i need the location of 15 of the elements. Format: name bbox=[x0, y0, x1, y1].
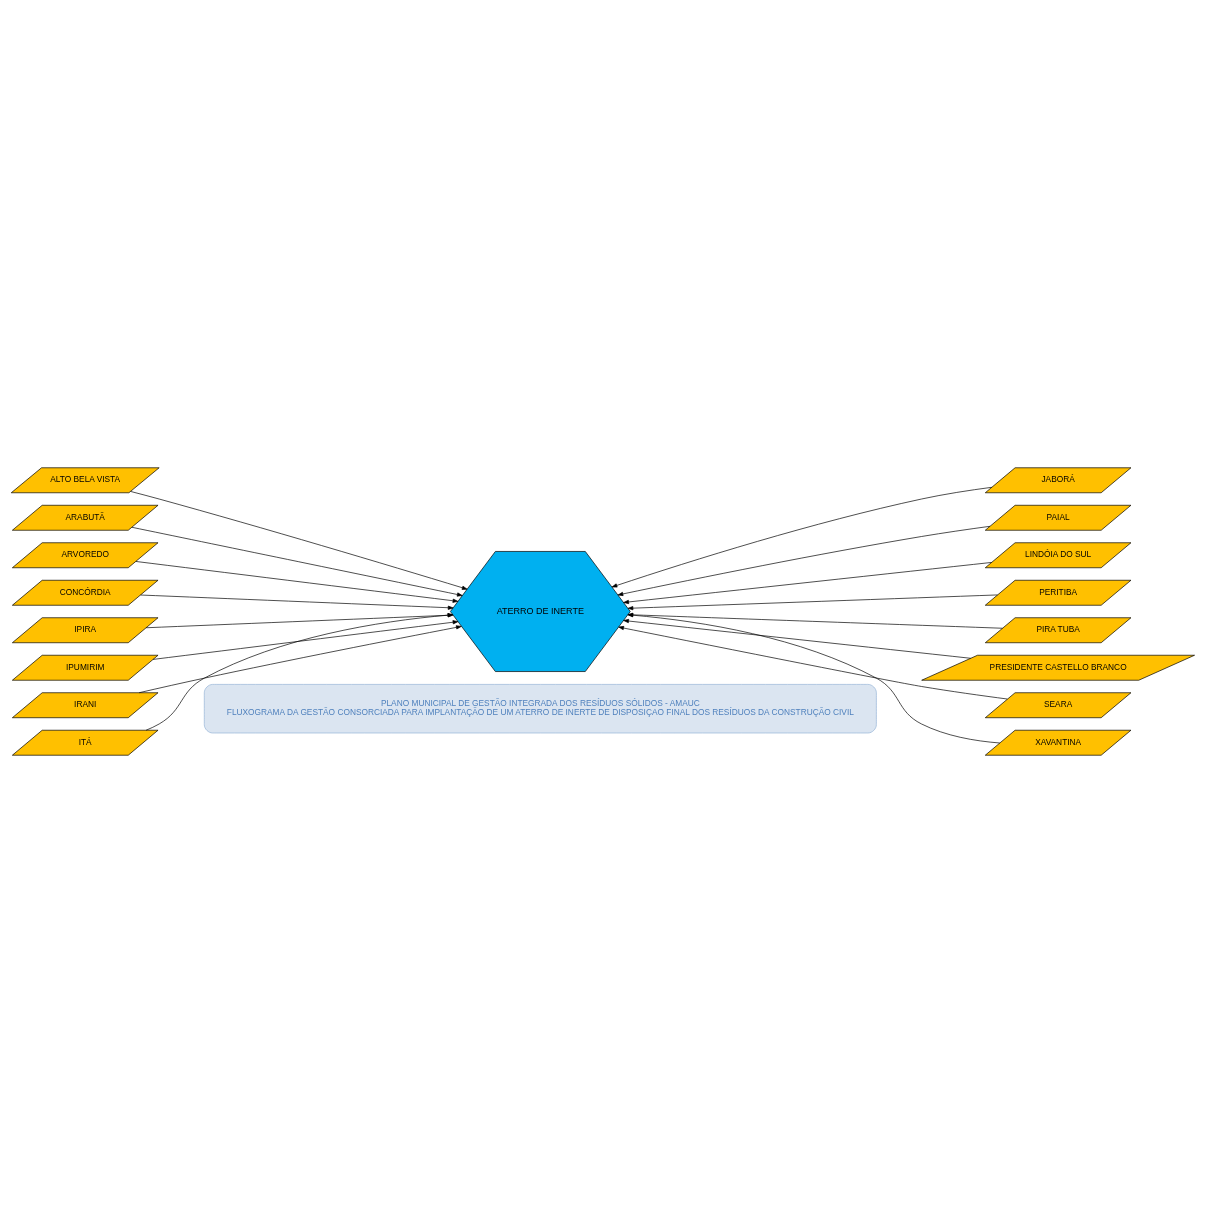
arrow bbox=[618, 626, 1008, 700]
arrow bbox=[130, 491, 468, 590]
arrow bbox=[611, 486, 993, 588]
arrow bbox=[145, 613, 454, 731]
arrow bbox=[617, 525, 991, 596]
arrow bbox=[135, 561, 459, 603]
arrow bbox=[138, 625, 462, 694]
arrow bbox=[627, 594, 998, 611]
arrow bbox=[152, 620, 459, 660]
arrow bbox=[623, 562, 992, 604]
arrow bbox=[131, 526, 463, 597]
arrow bbox=[145, 613, 454, 629]
arrow bbox=[623, 619, 972, 659]
node-box: PLANO MUNICIPAL DE GESTÃO INTEGRADA DOS RESÍDUOS SÓLIDOS - AMAUC FLUXOGRAMA DA GESTÃO CONSORCIADA PARA IMPLANTAÇÃO DE UM ATERRO DE INERTE DE DISPOSIÇAO FINAL DOS RESÍDUOS DA CONSTRUÇÃO CIVIL bbox=[203, 684, 877, 734]
arrow bbox=[140, 594, 454, 610]
